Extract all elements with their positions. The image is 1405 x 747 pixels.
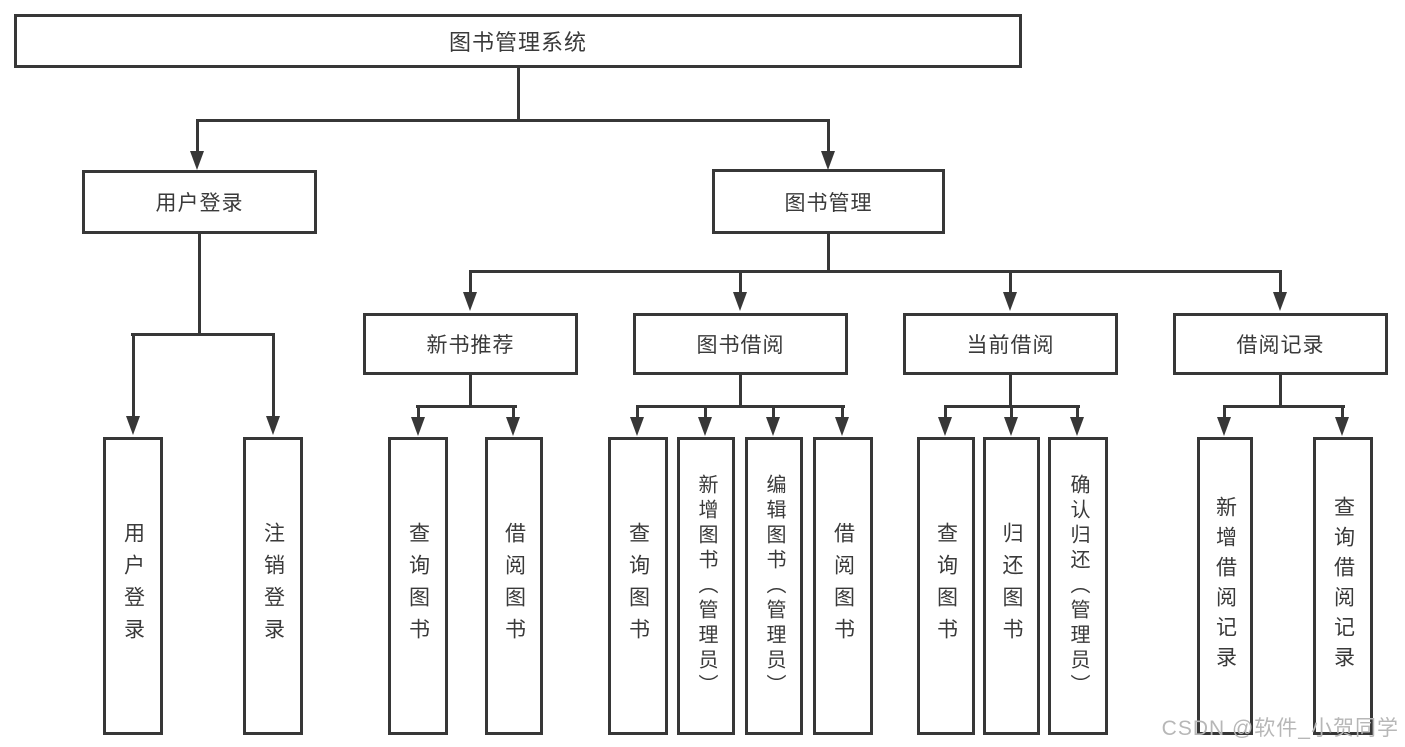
arrowhead-icon [266,416,280,435]
leaf-label: 查询借阅记录 [1331,496,1355,676]
node-book-borrow: 图书借阅 [633,313,848,375]
leaf-label: 查询图书 [626,522,650,650]
node-borrow-record: 借阅记录 [1173,313,1388,375]
connector-line [704,405,707,419]
connector-line [1010,405,1013,419]
leaf-borrow-add-book-admin: 新增图书（管理员） [677,437,735,735]
leaf-borrow-edit-book-admin: 编辑图书（管理员） [745,437,803,735]
connector-line [1341,405,1344,419]
arrowhead-icon [938,417,952,436]
connector-line [131,333,275,336]
connector-line [1279,375,1282,407]
connector-line [827,234,830,272]
connector-line [1009,270,1012,294]
leaf-borrow-borrow-book: 借阅图书 [813,437,873,735]
arrowhead-icon [506,417,520,436]
leaf-current-confirm-return-admin: 确认归还（管理员） [1048,437,1108,735]
leaf-label: 查询图书 [934,522,958,650]
leaf-label: 新增借阅记录 [1213,496,1237,676]
node-book-management: 图书管理 [712,169,945,234]
arrowhead-icon [463,292,477,311]
leaf-label: 查询图书 [406,522,430,650]
connector-line [1076,405,1079,419]
csdn-watermark: CSDN @软件_小贺同学 [1161,717,1399,740]
leaf-label: 编辑图书（管理员） [763,473,785,699]
node-current-borrow: 当前借阅 [903,313,1118,375]
arrowhead-icon [126,416,140,435]
connector-line [272,333,275,418]
leaf-current-query-book: 查询图书 [917,437,975,735]
leaf-label: 借阅图书 [502,522,526,650]
node-user-login: 用户登录 [82,170,317,234]
connector-line [772,405,775,419]
leaf-current-return-book: 归还图书 [983,437,1040,735]
arrowhead-icon [1003,292,1017,311]
connector-line [636,405,639,419]
connector-line [469,270,472,294]
arrowhead-icon [821,151,835,170]
connector-line [841,405,844,419]
arrowhead-icon [630,417,644,436]
arrowhead-icon [1335,417,1349,436]
connector-line [512,405,515,419]
arrowhead-icon [411,417,425,436]
connector-line [636,405,845,408]
arrowhead-icon [698,417,712,436]
connector-line [469,375,472,407]
leaf-user-login: 用户登录 [103,437,163,735]
leaf-recommend-borrow-book: 借阅图书 [485,437,543,735]
connector-line [517,68,520,120]
connector-line [196,119,199,153]
leaf-logout: 注销登录 [243,437,303,735]
connector-line [827,119,830,153]
arrowhead-icon [733,292,747,311]
connector-line [132,333,135,418]
leaf-record-query: 查询借阅记录 [1313,437,1373,735]
connector-line [416,405,517,408]
connector-line [1279,270,1282,294]
leaf-record-add: 新增借阅记录 [1197,437,1253,735]
arrowhead-icon [835,417,849,436]
connector-line [739,270,742,294]
node-new-book-recommend: 新书推荐 [363,313,578,375]
leaf-borrow-query-book: 查询图书 [608,437,668,735]
leaf-label: 新增图书（管理员） [695,473,717,699]
leaf-label: 确认归还（管理员） [1067,473,1089,699]
connector-line [1223,405,1345,408]
arrowhead-icon [1004,417,1018,436]
connector-line [196,119,830,122]
connector-line [1009,375,1012,407]
arrowhead-icon [766,417,780,436]
leaf-label: 注销登录 [261,522,285,650]
arrowhead-icon [190,151,204,170]
connector-line [417,405,420,419]
connector-line [198,234,201,335]
connector-line [469,270,1282,273]
arrowhead-icon [1070,417,1084,436]
connector-line [944,405,947,419]
leaf-label: 用户登录 [121,522,145,650]
connector-line [1223,405,1226,419]
connector-line [739,375,742,407]
arrowhead-icon [1273,292,1287,311]
arrowhead-icon [1217,417,1231,436]
leaf-label: 归还图书 [1000,522,1023,650]
leaf-label: 借阅图书 [831,522,855,650]
leaf-recommend-query-book: 查询图书 [388,437,448,735]
node-library-management-system: 图书管理系统 [14,14,1022,68]
